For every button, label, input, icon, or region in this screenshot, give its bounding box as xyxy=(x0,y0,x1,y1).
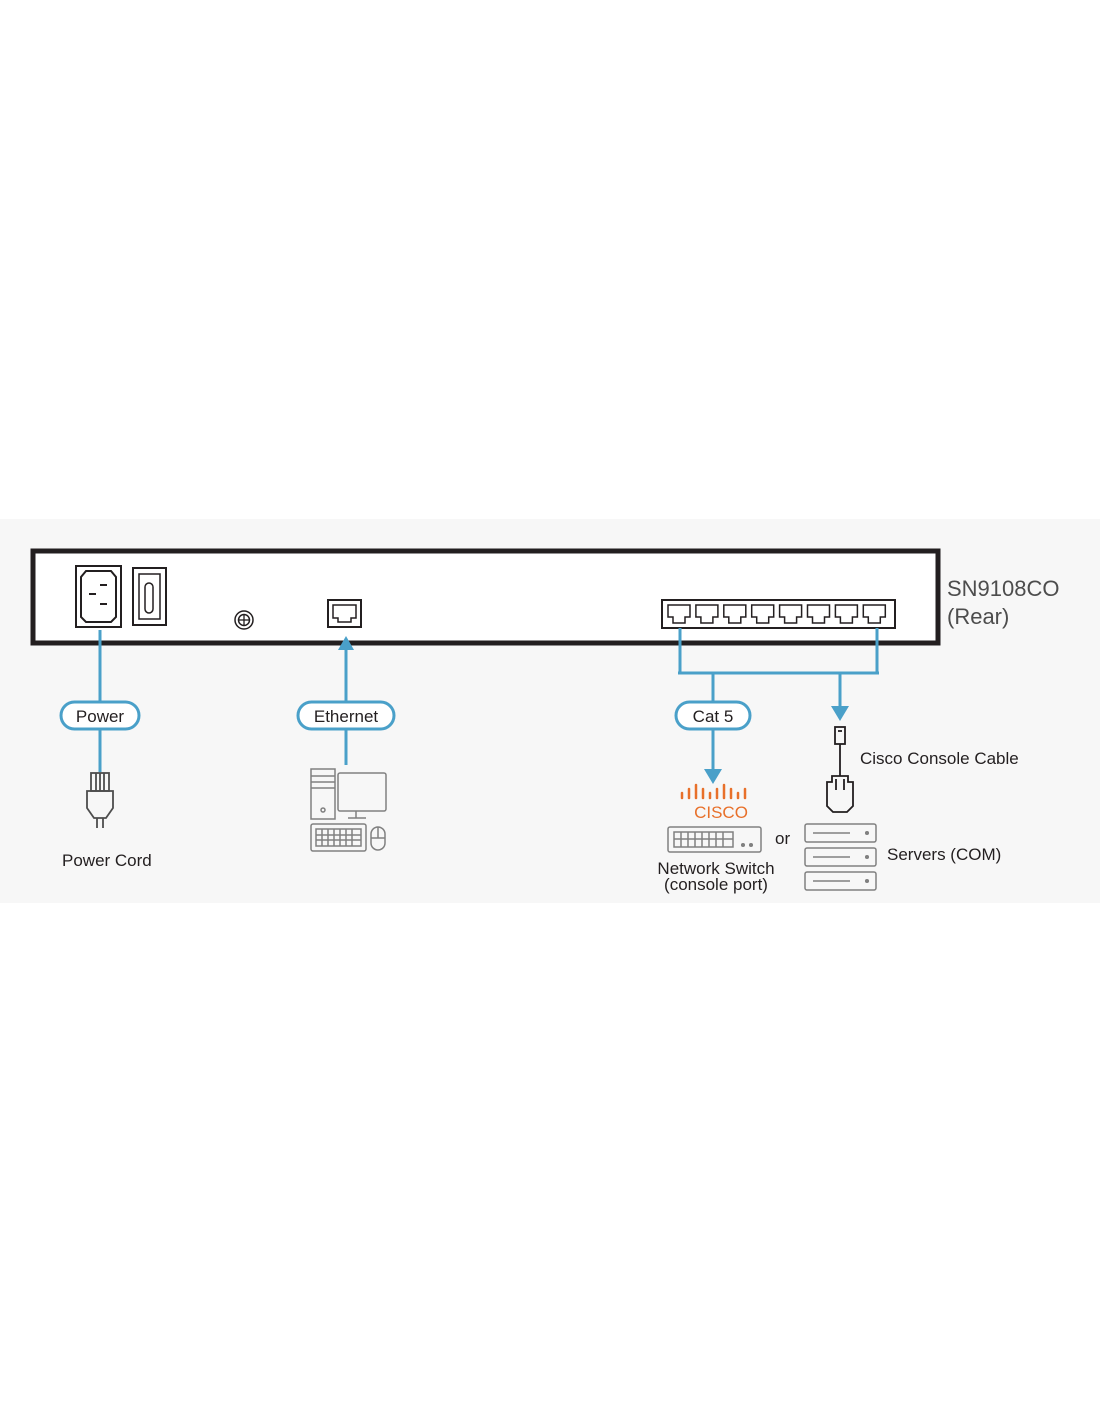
view-label: (Rear) xyxy=(947,604,1009,629)
port-branch-lines xyxy=(678,628,879,770)
console-cable-arrow xyxy=(831,706,849,721)
or-label: or xyxy=(775,829,790,848)
power-cord-icon xyxy=(86,772,114,828)
rj45-port-2 xyxy=(695,604,719,624)
network-switch-sublabel: (console port) xyxy=(664,875,768,894)
rj45-port-8 xyxy=(862,604,887,624)
servers-label: Servers (COM) xyxy=(887,845,1001,864)
rj45-port-block xyxy=(661,599,896,629)
cisco-logo-icon xyxy=(680,783,747,800)
device-rear-panel xyxy=(30,548,941,646)
rj45-port-7 xyxy=(834,604,859,624)
cisco-logo-text: CISCO xyxy=(694,803,748,822)
power-switch-icon xyxy=(132,567,167,626)
console-cable-icon xyxy=(826,726,854,813)
console-cable-label: Cisco Console Cable xyxy=(860,749,1019,768)
ethernet-badge-label: Ethernet xyxy=(314,707,379,726)
power-badge xyxy=(59,700,141,731)
power-inlet-icon xyxy=(75,565,122,628)
rj45-port-6 xyxy=(806,604,831,624)
switch-arrow xyxy=(704,769,722,784)
ethernet-connection-line xyxy=(338,636,354,765)
power-cord-label: Power Cord xyxy=(62,851,152,870)
cat5-badge xyxy=(674,700,752,731)
ethernet-port-icon xyxy=(327,599,362,628)
network-switch-label: Network Switch xyxy=(657,859,774,878)
rj45-port-1 xyxy=(667,604,691,624)
rj45-port-3 xyxy=(723,604,747,624)
model-label: SN9108CO xyxy=(947,576,1060,601)
network-switch-icon xyxy=(667,826,762,853)
power-badge-label: Power xyxy=(76,707,125,726)
ground-screw-icon xyxy=(234,610,254,630)
computer-icon xyxy=(310,768,387,852)
ethernet-badge xyxy=(296,700,396,731)
rj45-port-5 xyxy=(778,604,803,624)
cat5-badge-label: Cat 5 xyxy=(693,707,734,726)
servers-icon xyxy=(804,823,877,891)
rj45-port-4 xyxy=(750,604,775,624)
rj45-ports xyxy=(667,604,887,624)
